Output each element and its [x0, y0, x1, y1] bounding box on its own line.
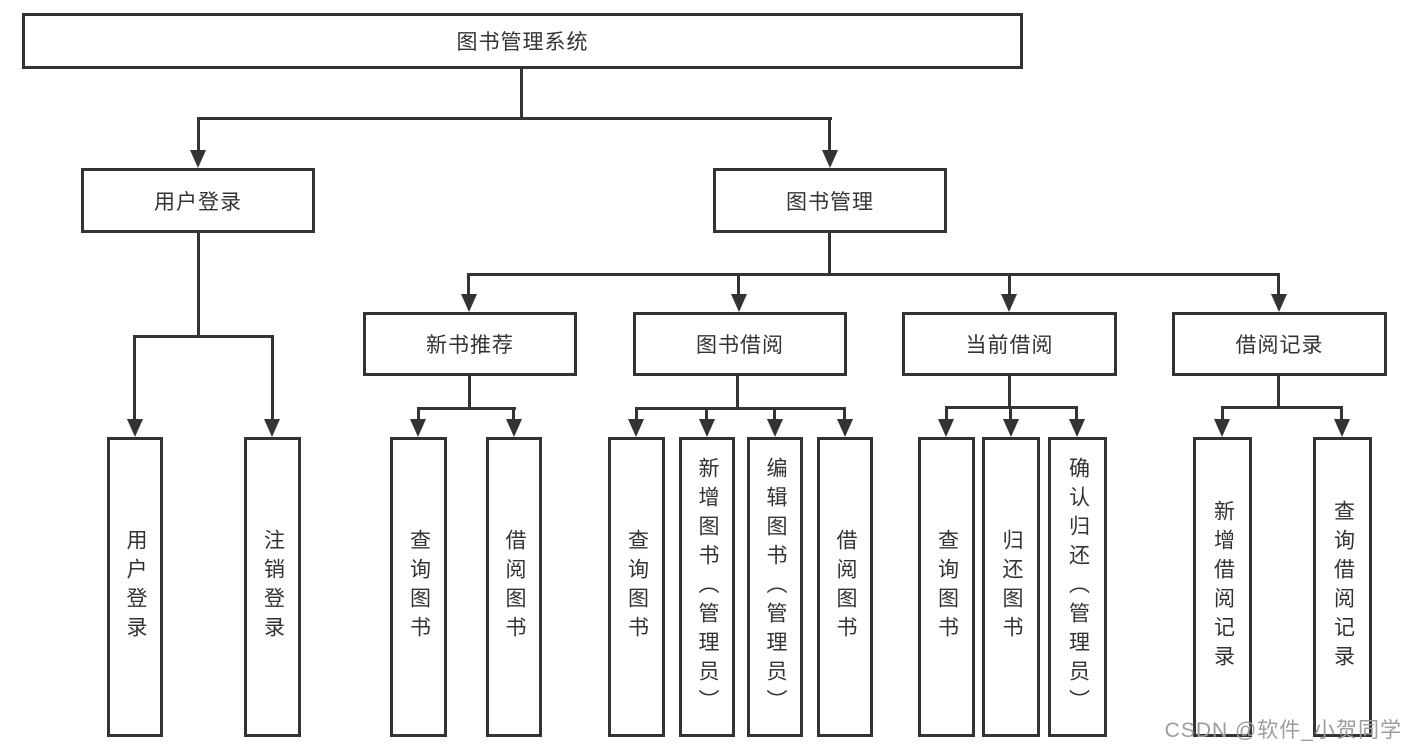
- leaf-borrow-books-label: 借阅图书: [834, 529, 857, 645]
- connector-line: [468, 376, 471, 409]
- connector-drop-line: [467, 273, 470, 297]
- connector-line: [736, 376, 739, 409]
- node-new-book-recommend-label: 新书推荐: [426, 334, 514, 357]
- leaf-confirm-return-admin-label: 确认归还（管理员）: [1066, 456, 1090, 718]
- connector-drop-line: [737, 273, 740, 297]
- node-user-login: 用户登录: [81, 168, 315, 233]
- leaf-return-books: 归还图书: [982, 437, 1040, 737]
- leaf-query-books-recommend: 查询图书: [390, 437, 447, 737]
- connector-drop-line: [773, 407, 776, 419]
- leaf-query-books-borrowing-label: 查询图书: [625, 529, 649, 645]
- connector-bar: [1221, 406, 1343, 409]
- connector-drop-line: [843, 407, 846, 419]
- node-book-borrowing: 图书借阅: [633, 312, 847, 376]
- arrow-down-icon: [1271, 294, 1287, 312]
- connector-drop-line: [1277, 273, 1280, 297]
- node-book-borrowing-label: 图书借阅: [696, 334, 784, 357]
- leaf-add-borrow-record-label: 新增借阅记录: [1211, 500, 1235, 674]
- arrow-down-icon: [837, 419, 853, 437]
- leaf-query-borrow-record: 查询借阅记录: [1313, 437, 1372, 737]
- connector-drop-line: [1009, 406, 1012, 419]
- node-book-management: 图书管理: [713, 168, 947, 233]
- leaf-borrow-books-recommend: 借阅图书: [486, 437, 542, 737]
- connector-line: [197, 233, 200, 337]
- leaf-add-borrow-record: 新增借阅记录: [1193, 437, 1252, 737]
- arrow-down-icon: [461, 294, 477, 312]
- connector-drop-line: [1221, 406, 1224, 419]
- connector-drop-line: [1340, 406, 1343, 419]
- node-borrowing-records: 借阅记录: [1172, 312, 1387, 376]
- connector-drop-line: [945, 406, 948, 419]
- node-current-borrowing-label: 当前借阅: [965, 334, 1054, 357]
- arrow-down-icon: [1214, 419, 1230, 437]
- leaf-logout: 注销登录: [244, 437, 301, 737]
- node-borrowing-records-label: 借阅记录: [1235, 334, 1324, 357]
- node-book-management-label: 图书管理: [786, 190, 874, 214]
- connector-trunk-line: [520, 69, 523, 119]
- leaf-query-books-borrowing: 查询图书: [608, 437, 665, 737]
- arrow-down-icon: [127, 419, 143, 437]
- arrow-down-icon: [1003, 419, 1019, 437]
- leaf-add-books-admin-label: 新增图书（管理员）: [696, 456, 719, 718]
- leaf-confirm-return-admin: 确认归还（管理员）: [1048, 437, 1107, 737]
- connector-drop-line: [1008, 273, 1011, 297]
- leaf-add-books-admin: 新增图书（管理员）: [679, 437, 735, 737]
- connector-drop-line: [828, 117, 831, 153]
- connector-bar: [635, 407, 846, 410]
- leaf-edit-books-admin: 编辑图书（管理员）: [747, 437, 803, 737]
- node-user-login-label: 用户登录: [154, 190, 242, 214]
- leaf-borrow-books-recommend-label: 借阅图书: [503, 529, 526, 645]
- connector-level3-bar: [467, 273, 1280, 276]
- node-current-borrowing: 当前借阅: [902, 312, 1117, 376]
- node-new-book-recommend: 新书推荐: [363, 312, 577, 376]
- leaf-user-login-label: 用户登录: [124, 529, 147, 645]
- leaf-edit-books-admin-label: 编辑图书（管理员）: [764, 456, 787, 718]
- arrow-down-icon: [731, 294, 747, 312]
- leaf-query-books-current-label: 查询图书: [935, 529, 959, 645]
- arrow-down-icon: [628, 419, 644, 437]
- leaf-return-books-label: 归还图书: [1000, 529, 1023, 645]
- arrow-down-icon: [938, 419, 954, 437]
- arrow-down-icon: [767, 419, 783, 437]
- leaf-query-books-recommend-label: 查询图书: [407, 529, 431, 645]
- node-root: 图书管理系统: [22, 13, 1023, 69]
- leaf-user-login: 用户登录: [107, 437, 163, 737]
- connector-line: [1277, 376, 1280, 408]
- leaf-borrow-books: 借阅图书: [817, 437, 873, 737]
- leaf-query-borrow-record-label: 查询借阅记录: [1331, 500, 1355, 674]
- connector-level2-bar: [197, 117, 832, 120]
- connector-drop-line: [133, 335, 136, 419]
- watermark: CSDN @软件_小贺同学: [1164, 719, 1402, 742]
- arrow-down-icon: [506, 419, 522, 437]
- node-root-label: 图书管理系统: [456, 31, 589, 54]
- connector-drop-line: [635, 407, 638, 419]
- connector-drop-line: [197, 117, 200, 153]
- arrow-down-icon: [190, 150, 206, 168]
- leaf-query-books-current: 查询图书: [918, 437, 975, 737]
- arrow-down-icon: [264, 419, 280, 437]
- connector-drop-line: [417, 407, 420, 419]
- arrow-down-icon: [1069, 419, 1085, 437]
- connector-bar: [133, 335, 274, 338]
- connector-line: [828, 233, 831, 275]
- arrow-down-icon: [699, 419, 715, 437]
- connector-drop-line: [271, 335, 274, 419]
- connector-drop-line: [705, 407, 708, 419]
- arrow-down-icon: [1334, 419, 1350, 437]
- connector-drop-line: [1075, 406, 1078, 419]
- arrow-down-icon: [1001, 294, 1017, 312]
- connector-drop-line: [512, 407, 515, 419]
- connector-bar: [417, 407, 516, 410]
- arrow-down-icon: [410, 419, 426, 437]
- leaf-logout-label: 注销登录: [261, 529, 285, 645]
- connector-line: [1008, 376, 1011, 408]
- arrow-down-icon: [822, 150, 838, 168]
